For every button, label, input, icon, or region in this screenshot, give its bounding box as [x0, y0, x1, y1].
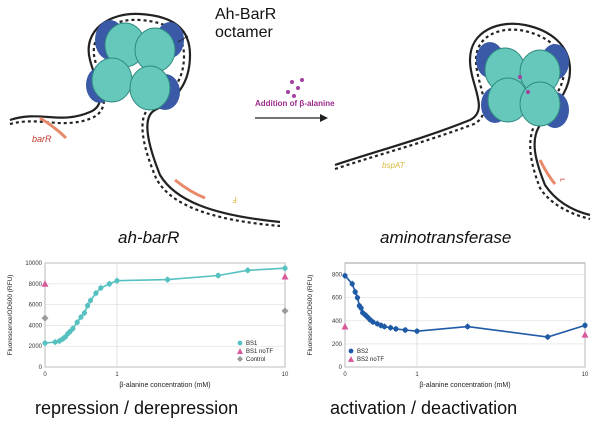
data-point — [370, 319, 376, 325]
y-tick-label: 4000 — [29, 323, 43, 329]
legend-label: Control — [246, 357, 265, 363]
octamer-label: Ah-BarR octamer — [215, 6, 276, 42]
ligand-dot — [300, 78, 304, 82]
data-point-triangle — [581, 331, 589, 338]
octamer-pointer — [177, 35, 189, 43]
legend-marker — [348, 348, 354, 354]
ligand-dot — [296, 86, 300, 90]
y-tick-label: 10000 — [25, 261, 42, 267]
y-tick-label: 600 — [332, 296, 343, 302]
y-tick-label: 6000 — [29, 303, 43, 309]
y-tick-label: 8000 — [29, 282, 43, 288]
legend-marker — [237, 348, 243, 354]
regulation-diagram: barR Ⅎ ⌐ bspAT — [9, 12, 591, 228]
data-point — [81, 310, 88, 316]
x-tick-label: 10 — [282, 372, 289, 378]
data-point — [464, 323, 471, 330]
legend-marker — [237, 356, 243, 362]
data-point — [70, 325, 76, 332]
data-point — [245, 267, 251, 273]
promoter-mark-right: ⌐ — [560, 174, 565, 184]
data-point — [87, 297, 94, 304]
x-tick-label: 10 — [582, 372, 589, 378]
lower-binding-site-left — [174, 178, 206, 200]
y-tick-label: 400 — [332, 319, 343, 325]
y-tick-label: 0 — [39, 365, 43, 371]
barR-binding-site — [39, 116, 68, 140]
data-point — [93, 290, 99, 296]
data-point — [414, 328, 420, 334]
data-point-diamond — [281, 307, 289, 315]
y-axis-label: Fluorescence/OD600 (RFU) — [7, 275, 14, 356]
data-point — [106, 281, 112, 287]
caption-left-mode: repression / derepression — [35, 398, 239, 418]
caption-right-gene: aminotransferase — [380, 228, 512, 247]
chart-bs1: 0 2000 4000 6000 8000 10000 0 1 10 β-alanine conc… — [7, 261, 289, 389]
data-point — [352, 289, 358, 295]
data-point — [381, 323, 388, 330]
legend-marker — [348, 356, 354, 362]
data-point — [84, 303, 91, 309]
data-point — [78, 314, 84, 320]
data-point — [114, 278, 120, 284]
x-axis-label: β-alanine concentration (mM) — [119, 382, 210, 389]
y-tick-label: 0 — [339, 365, 343, 371]
data-point — [52, 339, 58, 345]
data-point — [342, 273, 348, 279]
octamer-left — [86, 20, 184, 111]
x-tick-label: 1 — [415, 372, 419, 378]
data-point — [545, 334, 551, 340]
x-tick-label: 0 — [343, 372, 347, 378]
y-tick-label: 2000 — [29, 344, 43, 350]
legend-label: BS1 — [246, 341, 258, 347]
data-point — [387, 325, 394, 331]
transition-arrow — [255, 78, 328, 122]
plot-area — [344, 262, 586, 368]
octamer-label-line1: Ah-BarR — [215, 6, 277, 23]
y-axis-label: Fluorescence/OD600 (RFU) — [307, 275, 314, 356]
data-point — [42, 340, 48, 346]
legend-label: BS2 noTF — [357, 357, 384, 363]
x-tick-label: 0 — [43, 372, 47, 378]
octamer-right — [476, 42, 569, 128]
x-axis-label: β-alanine concentration (mM) — [419, 382, 510, 389]
y-tick-label: 800 — [332, 273, 343, 279]
data-point — [402, 327, 408, 333]
bound-ligand — [518, 75, 522, 79]
octamer-label-line2: octamer — [215, 24, 273, 41]
data-point — [582, 322, 588, 328]
legend-marker — [237, 340, 243, 346]
promoter-mark-left: Ⅎ — [232, 196, 237, 205]
data-point — [98, 285, 104, 291]
chart-bs2: 0 200 400 600 800 0 1 10 β-alanine concentration… — [307, 262, 589, 389]
right-binding-site — [538, 159, 557, 185]
ligand-dot — [286, 90, 290, 94]
bound-ligand — [526, 90, 530, 94]
data-point — [393, 326, 399, 332]
data-point — [215, 272, 221, 279]
arrow-label: Addition of β-alanine — [255, 99, 335, 108]
dna-right-complex — [334, 22, 591, 221]
data-point — [354, 295, 361, 301]
gene-label-barR: barR — [32, 134, 52, 144]
legend-label: BS1 noTF — [246, 349, 273, 355]
data-point — [349, 281, 355, 287]
caption-right-mode: activation / deactivation — [330, 398, 518, 418]
data-point-triangle — [281, 273, 289, 280]
data-point — [74, 319, 80, 325]
ligand-dot — [292, 94, 296, 98]
data-point-triangle — [341, 323, 349, 330]
caption-left-gene: ah-barR — [118, 228, 180, 247]
data-point-diamond — [41, 314, 49, 322]
x-tick-label: 1 — [115, 372, 119, 378]
y-tick-label: 200 — [332, 342, 343, 348]
ligand-dot — [290, 80, 294, 84]
data-point — [164, 277, 171, 283]
data-point — [282, 265, 288, 271]
legend-label: BS2 — [357, 349, 369, 355]
data-point-triangle — [41, 280, 49, 287]
gene-label-bspAT: bspAT — [382, 161, 406, 170]
data-point — [358, 305, 364, 311]
